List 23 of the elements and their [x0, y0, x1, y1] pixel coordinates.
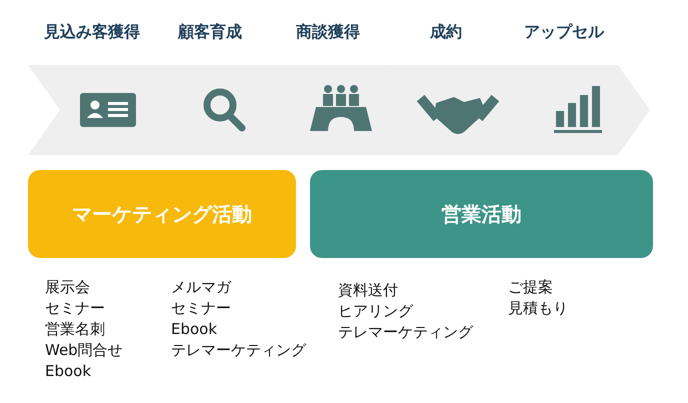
- step-heading: 顧客育成: [176, 22, 243, 43]
- list-item: 展示会: [45, 277, 91, 298]
- list-item: Ebook: [45, 361, 92, 382]
- list-item: セミナー: [45, 298, 106, 319]
- list-item: テレマーケティング: [171, 340, 306, 361]
- list-item: 見積もり: [508, 298, 568, 319]
- chevron-step: [146, 65, 296, 155]
- step-heading: 商談獲得: [295, 22, 361, 43]
- activity-band: 営業活動: [310, 170, 653, 258]
- list-item: 資料送付: [338, 280, 399, 301]
- list-item: 営業名刺: [45, 319, 106, 340]
- list-item: ヒアリング: [338, 301, 414, 322]
- list-item: テレマーケティング: [338, 322, 473, 343]
- list-item: セミナー: [171, 298, 232, 319]
- list-item: メルマガ: [171, 277, 232, 298]
- step-heading: アップセル: [523, 22, 606, 43]
- step-heading: 見込み客獲得: [42, 22, 141, 43]
- activity-band: マーケティング活動: [28, 170, 296, 258]
- chevron-step: [500, 65, 650, 155]
- list-item: Ebook: [171, 319, 218, 340]
- list-item: Web問合せ: [45, 340, 123, 361]
- step-heading: 成約: [428, 22, 463, 43]
- list-item: ご提案: [508, 277, 554, 298]
